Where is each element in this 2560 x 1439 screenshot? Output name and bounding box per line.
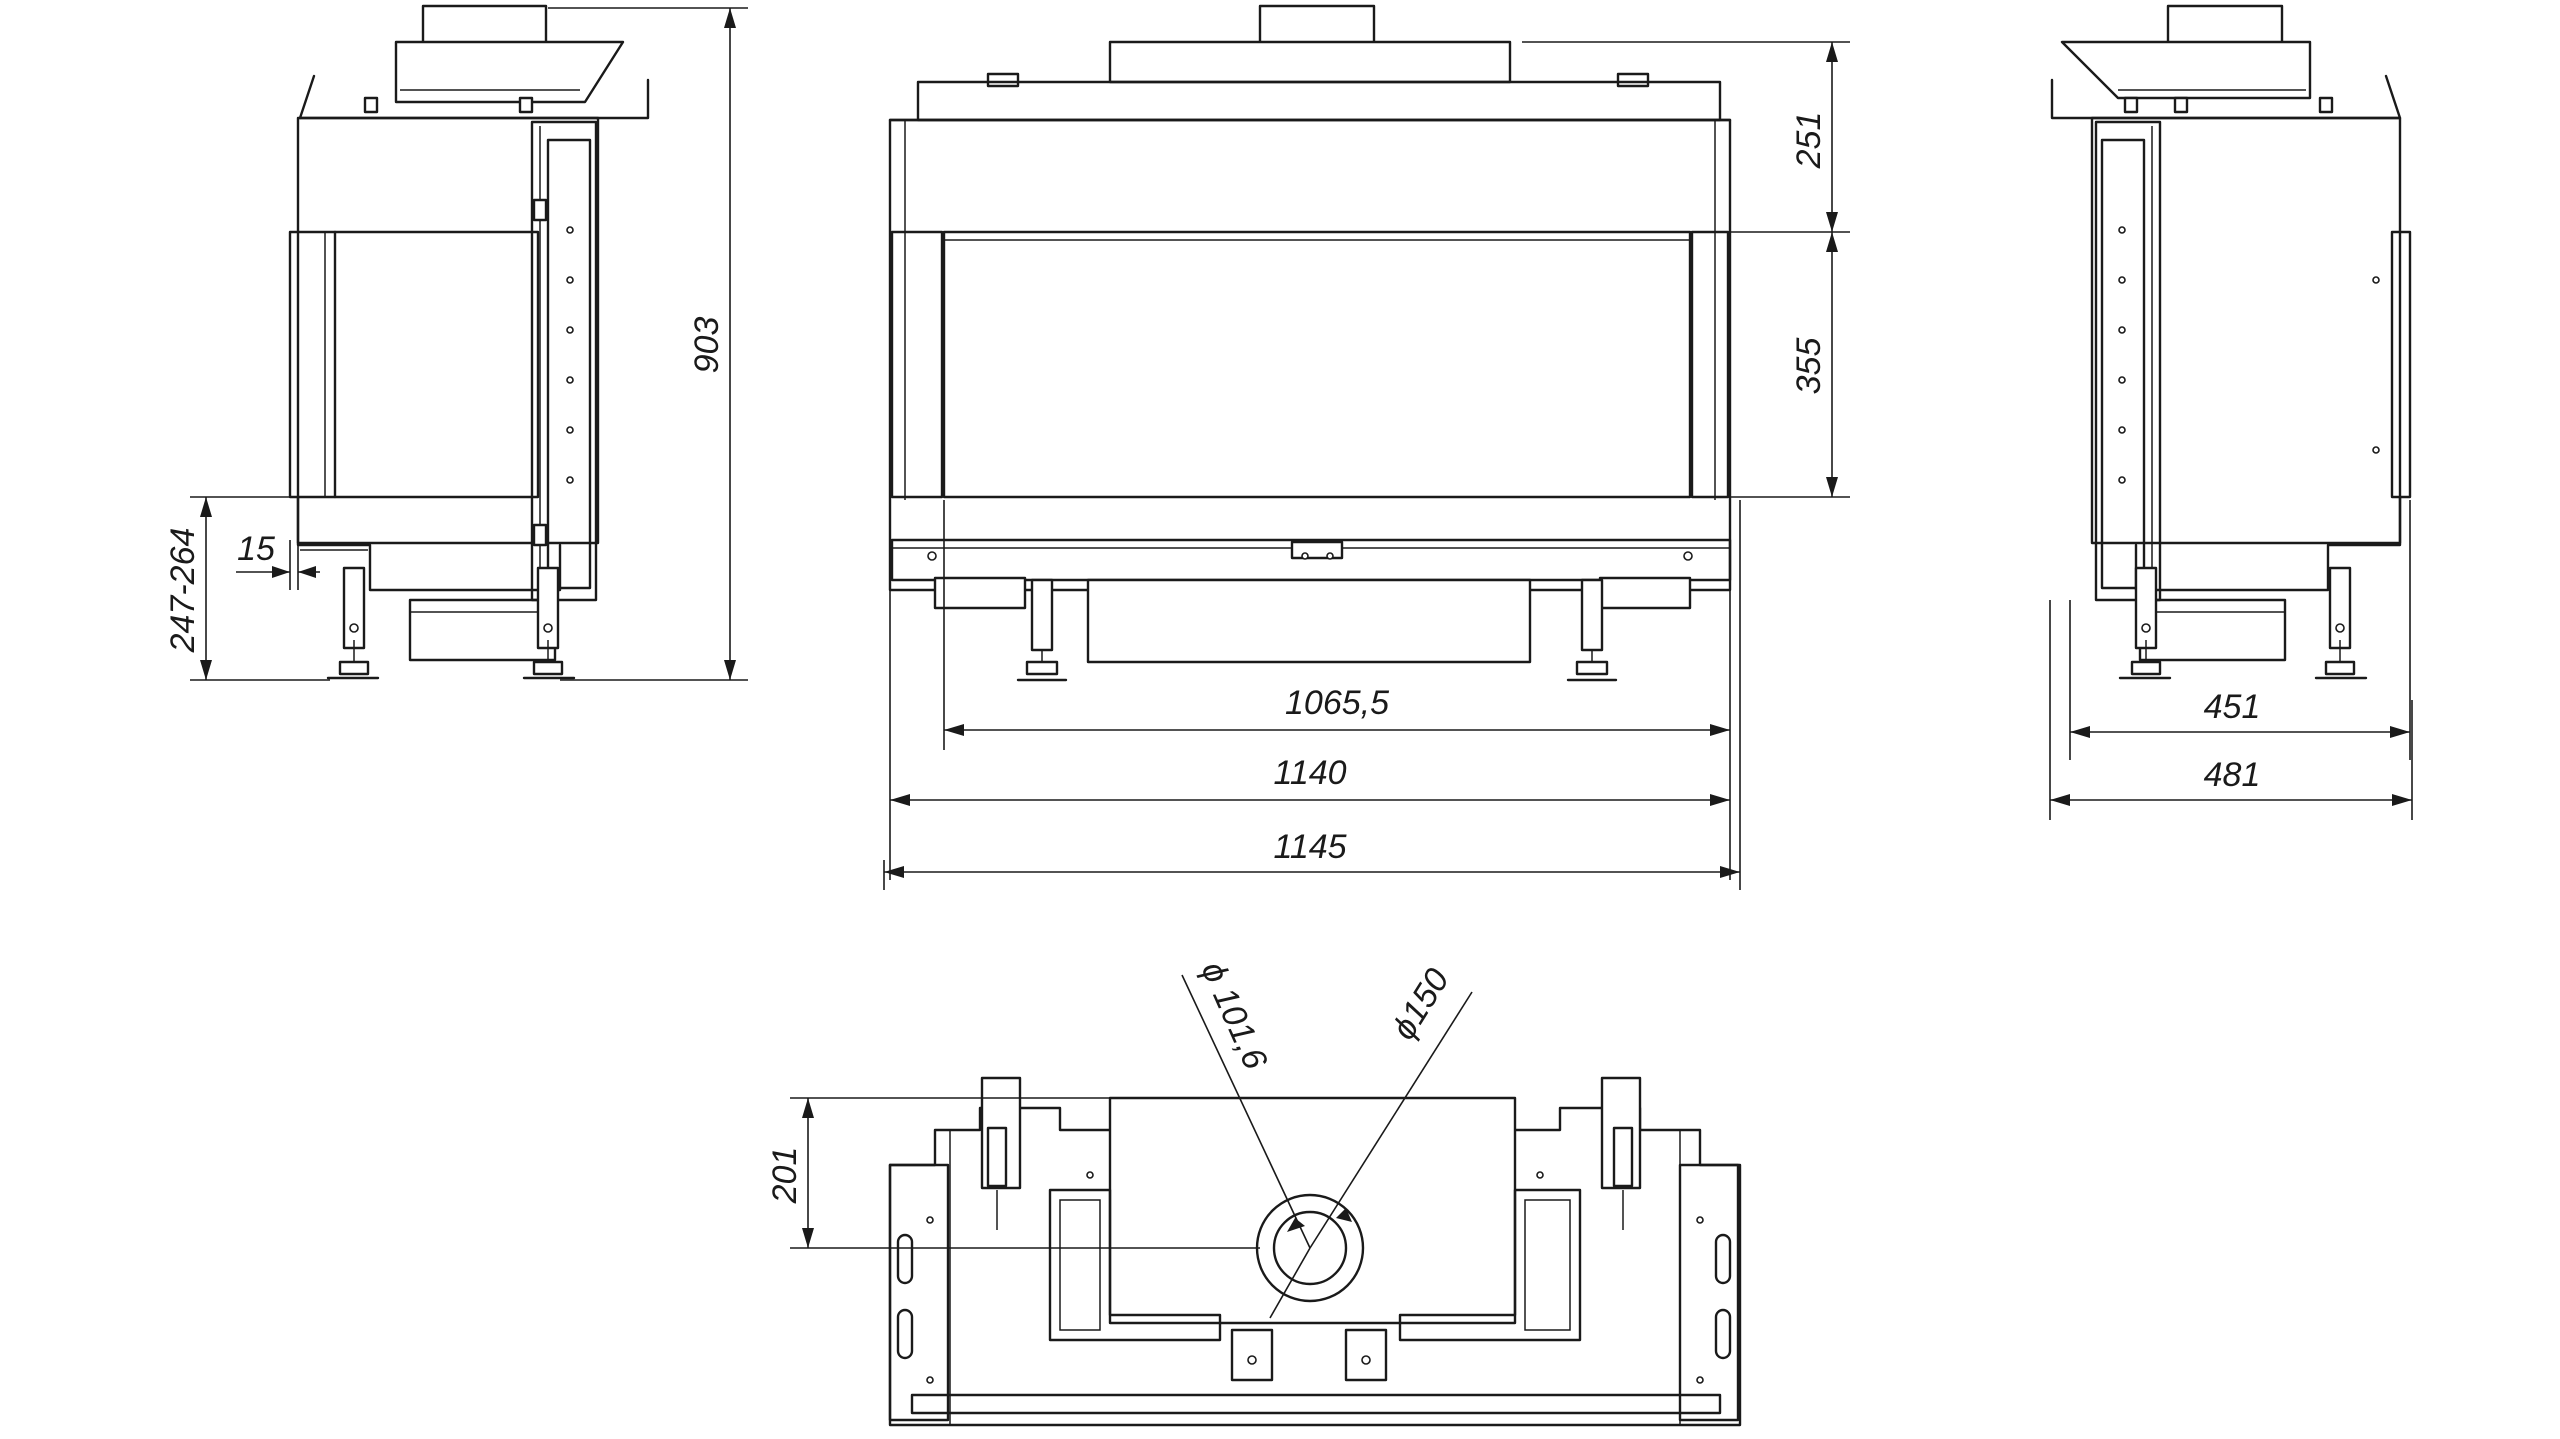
flue-inner-circle [1272,1210,1348,1286]
label-total-width: 1145 [1273,828,1346,866]
label-leg-height: 247-264 [164,528,202,654]
label-depth-inner: 451 [2204,688,2261,726]
label-flue-offset: 201 [766,1147,804,1205]
label-side-offset: 15 [237,530,275,568]
label-glass-height: 355 [1790,338,1828,395]
dimension-lines [190,7,2413,1249]
label-depth-total: 481 [2204,756,2261,794]
label-body-width: 1140 [1273,754,1346,792]
label-flue-inner-diameter: ϕ 101,6 [1194,956,1275,1075]
label-top-section: 251 [1790,112,1828,170]
label-glass-width: 1065,5 [1285,684,1389,722]
top-view [888,974,1742,1427]
label-total-height: 903 [688,317,726,374]
front-view [888,4,1732,682]
left-side-view [288,4,650,680]
right-side-view [2050,4,2412,680]
